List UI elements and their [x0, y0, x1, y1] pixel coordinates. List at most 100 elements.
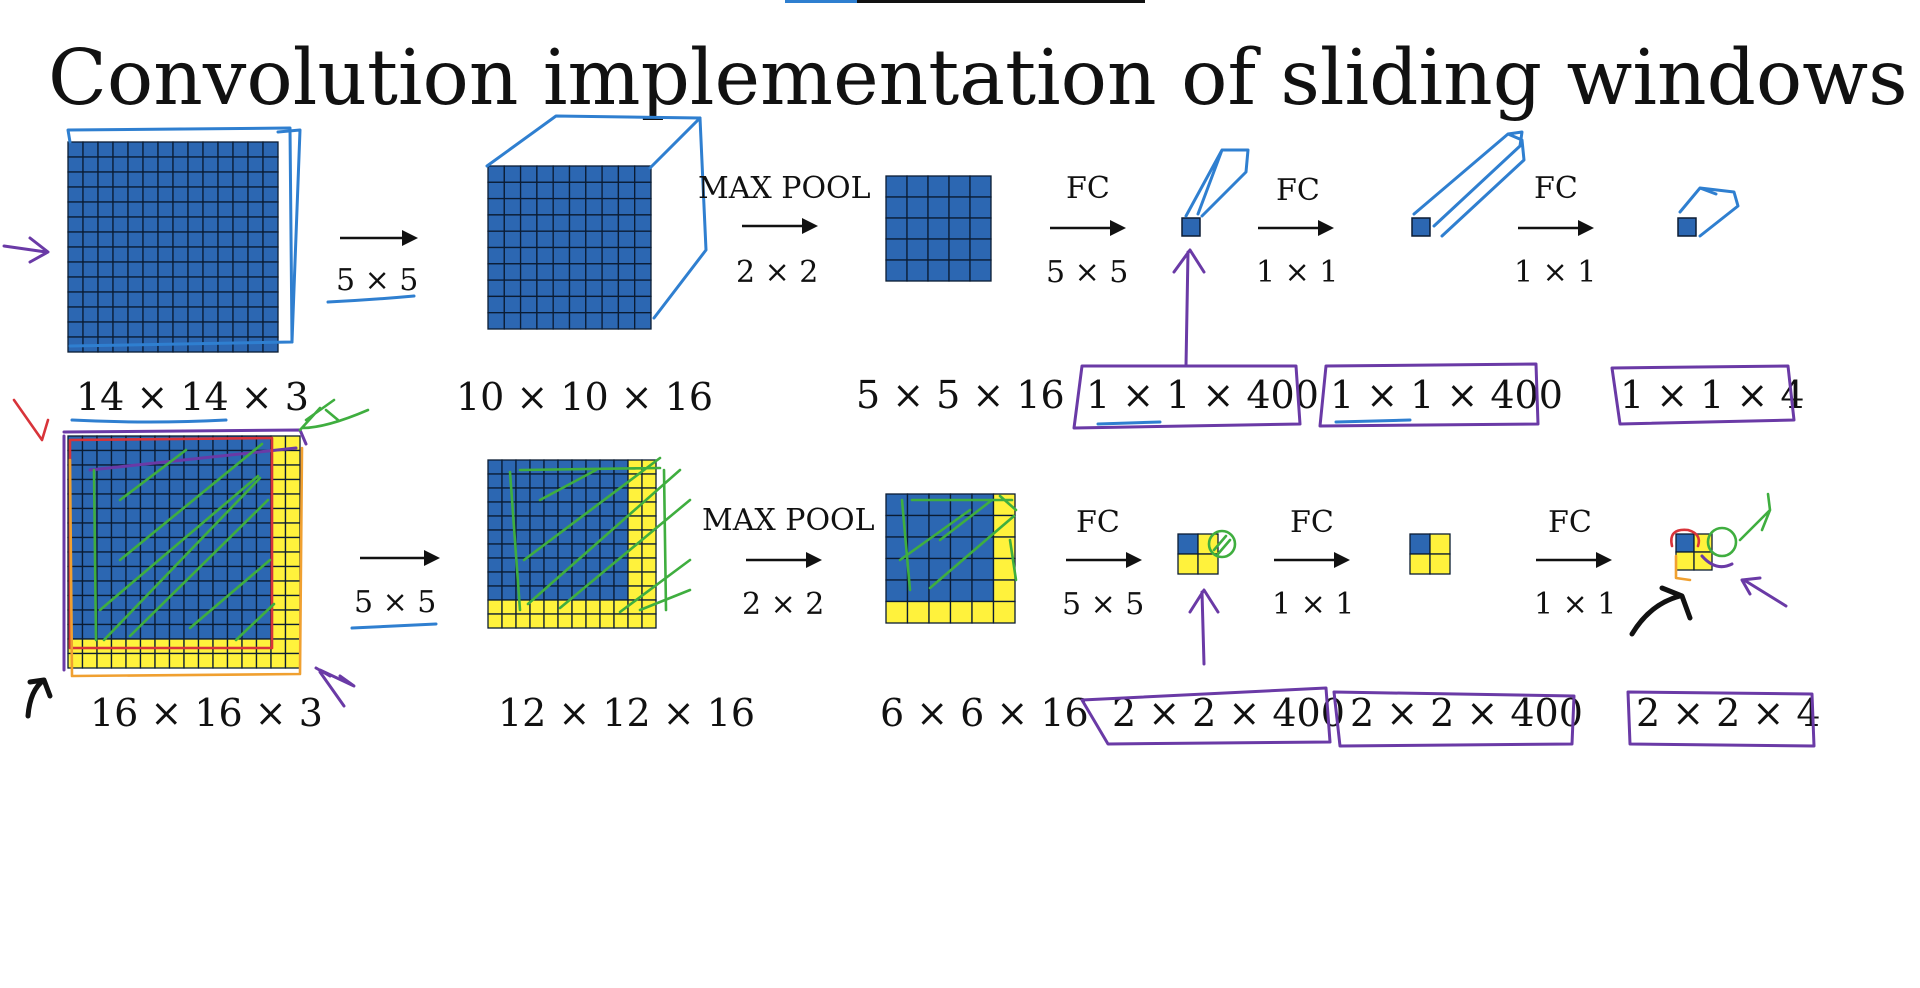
grid-cell [96, 522, 113, 539]
grid-cell [82, 201, 99, 218]
grid-cell [601, 279, 620, 298]
grid-cell [634, 263, 652, 281]
grid-cell-extra [284, 594, 301, 611]
grid-cell [197, 580, 214, 597]
grid-cell [557, 459, 573, 475]
grid-cell [262, 171, 279, 188]
grid-cell [212, 609, 229, 626]
grid-cell [96, 623, 113, 640]
grid-cell [247, 291, 264, 308]
grid-cell [487, 487, 503, 503]
grid-cell [154, 609, 171, 626]
grid-cell [634, 279, 652, 298]
grid-cell [97, 246, 114, 263]
grid-cell-extra [110, 638, 127, 655]
grid-cell [969, 196, 992, 219]
grid-cell-extra [284, 551, 301, 568]
grid-cell [127, 201, 144, 218]
grid-cell [142, 261, 159, 278]
grid-cell [501, 571, 517, 587]
grid-cell [112, 216, 129, 233]
grid-cell [262, 141, 279, 158]
grid-cell [172, 201, 189, 218]
grid-cell [515, 529, 531, 545]
grid-cell [183, 478, 200, 495]
shape-label: 1 × 1 × 400 [1330, 373, 1563, 417]
grid-cell [529, 529, 545, 545]
grid-cell [487, 279, 505, 298]
grid-cell-extra [641, 543, 657, 559]
grid-cell [571, 571, 587, 587]
grid-cell [187, 321, 204, 338]
grid-cell-extra [613, 613, 629, 629]
op-conv-row2: 5 × 5 [350, 550, 440, 630]
grid-cell [112, 246, 129, 263]
grid-cell-extra [125, 638, 142, 655]
grid-cell [82, 231, 99, 248]
grid-cell [187, 156, 204, 173]
grid-cell [157, 216, 174, 233]
grid-cell [885, 579, 909, 603]
shape-box [1610, 364, 1796, 426]
grid-cell [157, 201, 174, 218]
grid-cell [127, 276, 144, 293]
grid-cell [67, 171, 84, 188]
grid-cell-extra [928, 600, 952, 624]
grid-cell [543, 501, 559, 517]
grid-cell [568, 295, 587, 314]
grid-cell [142, 201, 159, 218]
grid-cell-extra [571, 613, 587, 629]
grid-cell [212, 623, 229, 640]
grid-cell [226, 594, 243, 611]
grid-cell [262, 261, 279, 278]
grid-cell [501, 487, 517, 503]
op-maxpool-row1: MAX POOL 2 × 2 [698, 171, 871, 290]
grid-cell [172, 276, 189, 293]
grid-cell [247, 231, 264, 248]
grid-cell [96, 478, 113, 495]
grid-cell [112, 261, 129, 278]
grid-cell-extra [284, 565, 301, 582]
grid-cell [552, 279, 571, 298]
grid-cell [97, 156, 114, 173]
grid-cell [212, 536, 229, 553]
grid-cell [928, 493, 952, 517]
op-size-label: 1 × 1 [1534, 587, 1616, 622]
grid-cell [487, 459, 503, 475]
grid-cell-extra [501, 613, 517, 629]
grid-cell [948, 196, 971, 219]
op-size-label: 5 × 5 [1062, 587, 1144, 622]
grid-cell [82, 306, 99, 323]
grid-cell [154, 536, 171, 553]
grid-cell [552, 197, 571, 216]
grid-cell [503, 214, 522, 232]
grid-cell [247, 141, 264, 158]
grid-cell [212, 551, 229, 568]
grid-cell [226, 536, 243, 553]
grid-cell [197, 623, 214, 640]
grid-cell-extra [284, 522, 301, 539]
grid-cell [241, 507, 258, 524]
grid-cell [487, 246, 505, 265]
grid-cell [97, 276, 114, 293]
grid-cell [232, 291, 249, 308]
grid-cell [568, 279, 587, 298]
grid-cell [96, 580, 113, 597]
grid-cell [154, 623, 171, 640]
grid-cell [571, 529, 587, 545]
grid-cell [67, 276, 84, 293]
op-maxpool-row2: MAX POOL 2 × 2 [702, 503, 875, 622]
grid-cell [969, 175, 992, 198]
grid-cell-extra [110, 652, 127, 669]
grid-cell [139, 522, 156, 539]
grid-cell [247, 306, 264, 323]
grid-cell [125, 522, 142, 539]
grid-cell [142, 186, 159, 203]
grid-cell [142, 231, 159, 248]
op-name-label: FC [1276, 173, 1320, 208]
grid-cell [543, 459, 559, 475]
grid-cell [571, 487, 587, 503]
grid-cell [536, 263, 554, 281]
grid-cell [67, 156, 84, 173]
